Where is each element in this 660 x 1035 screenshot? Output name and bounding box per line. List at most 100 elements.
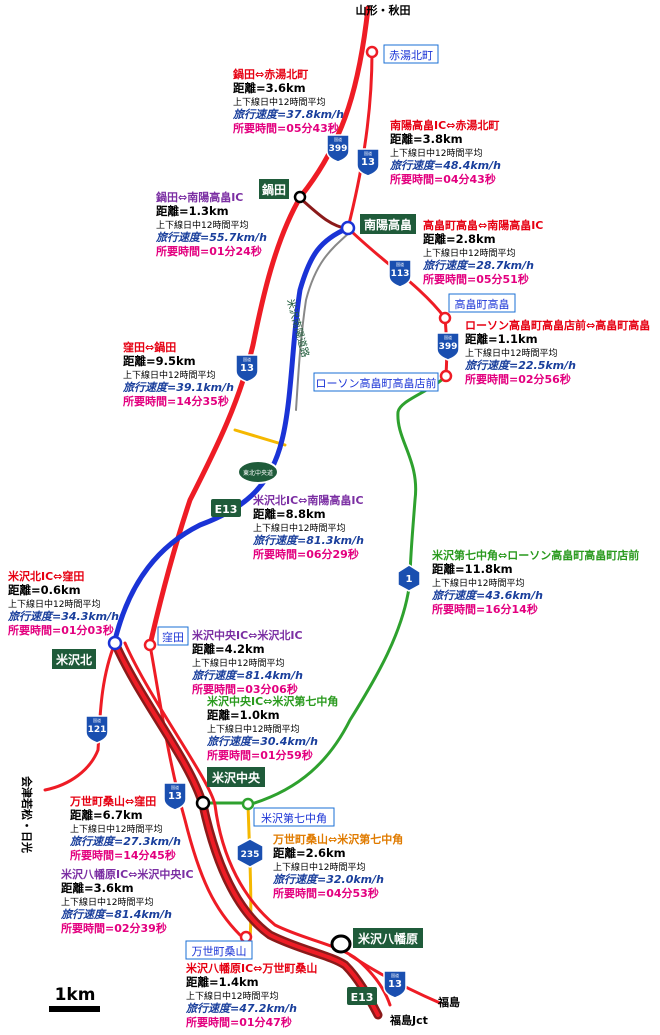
section-note: 上下線日中12時間平均 bbox=[207, 723, 299, 735]
svg-text:13: 13 bbox=[168, 791, 182, 802]
place-lawson: ローソン高畠町高畠店前 bbox=[313, 372, 439, 392]
route13c-shield: 国道 13 bbox=[163, 782, 187, 811]
route235-yellow-road bbox=[246, 803, 253, 942]
section-title: 万世町桑山⇔米沢第七中角 bbox=[272, 832, 403, 846]
section-speed: 旅行速度=81.4km/h bbox=[60, 908, 172, 921]
nanachome-node bbox=[241, 797, 255, 811]
e13-expressway bbox=[112, 225, 351, 643]
svg-text:鍋田: 鍋田 bbox=[262, 182, 286, 197]
svg-text:399: 399 bbox=[329, 144, 348, 154]
tohoku-chuo-badge: 東北中央道 bbox=[237, 460, 279, 484]
section-note: 上下線日中12時間平均 bbox=[423, 247, 515, 259]
section-time: 所要時間=06分29秒 bbox=[253, 547, 359, 561]
section-title: 万世町桑山⇔窪田 bbox=[69, 794, 156, 808]
yonezawa-kita-node bbox=[107, 635, 123, 651]
svg-text:赤湯北町: 赤湯北町 bbox=[389, 49, 433, 62]
section-dist: 距離=0.6km bbox=[8, 583, 81, 597]
route-shields: 国道 399 国道 13 国道 1 13 国道 399 国道 13 bbox=[85, 134, 460, 1005]
svg-text:1: 1 bbox=[406, 574, 413, 585]
section-title: 南陽高畠IC⇔赤湯北町 bbox=[390, 118, 499, 132]
place-labels: 赤湯北町 高畠町高畠 ローソン高畠町高畠店前 窪田 米沢第七中角 万世町桑山 bbox=[157, 44, 516, 960]
svg-text:米沢中央: 米沢中央 bbox=[212, 770, 261, 785]
svg-text:13: 13 bbox=[388, 979, 402, 990]
section-dist: 距離=3.6km bbox=[61, 881, 134, 895]
section-block: ローソン高畠町高畠店前⇔高畠町高畠距離=1.1km上下線日中12時間平均旅行速度… bbox=[464, 318, 650, 386]
svg-text:国道: 国道 bbox=[391, 972, 399, 978]
section-title: 米沢八幡原IC⇔米沢中央IC bbox=[60, 867, 194, 881]
section-dist: 距離=4.2km bbox=[192, 642, 265, 656]
section-speed: 旅行速度=43.6km/h bbox=[431, 589, 543, 602]
direction-north: 山形・秋田 bbox=[356, 3, 411, 17]
svg-text:東北中央道: 東北中央道 bbox=[243, 469, 273, 477]
section-title: 米沢北IC⇔窪田 bbox=[7, 569, 84, 583]
section-dist: 距離=6.7km bbox=[70, 808, 143, 822]
section-dist: 距離=3.6km bbox=[233, 81, 306, 95]
place-nanachome: 米沢第七中角 bbox=[253, 807, 335, 827]
svg-text:1km: 1km bbox=[55, 985, 96, 1005]
scale-bar: 1km bbox=[49, 985, 100, 1012]
section-dist: 距離=1.0km bbox=[207, 708, 280, 722]
section-speed: 旅行速度=39.1km/h bbox=[122, 381, 234, 394]
section-title: ローソン高畠町高畠店前⇔高畠町高畠 bbox=[465, 318, 650, 332]
section-dist: 距離=2.6km bbox=[273, 846, 346, 860]
section-time: 所要時間=01分47秒 bbox=[186, 1015, 292, 1029]
section-speed: 旅行速度=28.7km/h bbox=[422, 259, 534, 272]
svg-text:399: 399 bbox=[439, 342, 458, 352]
section-note: 上下線日中12時間平均 bbox=[156, 219, 248, 231]
section-note: 上下線日中12時間平均 bbox=[390, 147, 482, 159]
svg-text:E13: E13 bbox=[351, 991, 374, 1004]
e13-badge-b: E13 bbox=[347, 987, 377, 1005]
svg-text:万世町桑山: 万世町桑山 bbox=[192, 945, 247, 958]
yawatabara-node bbox=[330, 934, 352, 954]
place-akayu-kita: 赤湯北町 bbox=[383, 44, 439, 64]
section-block: 米沢北IC⇔窪田距離=0.6km上下線日中12時間平均旅行速度=34.3km/h… bbox=[7, 569, 119, 637]
section-time: 所要時間=05分43秒 bbox=[233, 121, 339, 135]
place-kubota: 窪田 bbox=[157, 626, 189, 646]
nabeta-node bbox=[293, 190, 307, 204]
section-block: 米沢中央IC⇔米沢第七中角距離=1.0km上下線日中12時間平均旅行速度=30.… bbox=[206, 694, 338, 762]
section-title: 鍋田⇔南陽高畠IC bbox=[156, 190, 243, 204]
direction-west: 会津若松・日光 bbox=[20, 776, 34, 853]
section-block: 米沢北IC⇔南陽高畠IC距離=8.8km上下線日中12時間平均旅行速度=81.3… bbox=[252, 493, 364, 561]
svg-text:国道: 国道 bbox=[444, 334, 452, 340]
route13-north-road bbox=[147, 5, 371, 648]
section-block: 米沢八幡原IC⇔万世町桑山距離=1.4km上下線日中12時間平均旅行速度=47.… bbox=[185, 961, 317, 1029]
yellow-connector bbox=[233, 428, 287, 447]
svg-text:13: 13 bbox=[361, 157, 375, 168]
section-dist: 距離=9.5km bbox=[123, 354, 196, 368]
section-block: 米沢第七中角⇔ローソン高畠町高畠町店前距離=11.8km上下線日中12時間平均旅… bbox=[431, 548, 639, 616]
nanyo-takahata-node bbox=[340, 220, 356, 236]
section-speed: 旅行速度=37.8km/h bbox=[232, 108, 344, 121]
yonezawa-chuo-node bbox=[195, 795, 211, 811]
e13-south-inner bbox=[113, 641, 380, 1017]
section-speed: 旅行速度=34.3km/h bbox=[7, 610, 119, 623]
section-note: 上下線日中12時間平均 bbox=[123, 369, 215, 381]
svg-text:高畠町高畠: 高畠町高畠 bbox=[455, 297, 510, 311]
svg-text:国道: 国道 bbox=[364, 150, 372, 156]
section-time: 所要時間=01分03秒 bbox=[8, 623, 114, 637]
section-note: 上下線日中12時間平均 bbox=[432, 577, 524, 589]
section-title: 米沢中央IC⇔米沢北IC bbox=[191, 628, 303, 642]
route399-shield: 国道 399 bbox=[326, 134, 350, 163]
route13-akayu-road bbox=[346, 50, 374, 230]
route13-shield: 国道 13 bbox=[356, 148, 380, 177]
section-speed: 旅行速度=27.3km/h bbox=[69, 835, 181, 848]
section-speed: 旅行速度=55.7km/h bbox=[155, 231, 267, 244]
section-title: 鍋田⇔赤湯北町 bbox=[233, 67, 308, 81]
section-note: 上下線日中12時間平均 bbox=[273, 861, 365, 873]
svg-text:13: 13 bbox=[240, 363, 254, 374]
section-time: 所要時間=04分43秒 bbox=[390, 172, 496, 186]
place-takahata: 高畠町高畠 bbox=[448, 293, 516, 313]
section-block: 南陽高畠IC⇔赤湯北町距離=3.8km上下線日中12時間平均旅行速度=48.4k… bbox=[389, 118, 501, 186]
svg-text:ローソン高畠町高畠店前: ローソン高畠町高畠店前 bbox=[316, 376, 437, 390]
ic-yonezawa-chuo: 米沢中央 bbox=[207, 767, 265, 787]
section-title: 米沢第七中角⇔ローソン高畠町高畠町店前 bbox=[431, 548, 639, 562]
svg-text:国道: 国道 bbox=[243, 356, 251, 362]
section-note: 上下線日中12時間平均 bbox=[192, 657, 284, 669]
svg-text:米沢北: 米沢北 bbox=[56, 652, 92, 667]
section-speed: 旅行速度=47.2km/h bbox=[185, 1002, 297, 1015]
section-note: 上下線日中12時間平均 bbox=[233, 96, 325, 108]
section-block: 万世町桑山⇔窪田距離=6.7km上下線日中12時間平均旅行速度=27.3km/h… bbox=[69, 794, 181, 862]
route399b-shield: 国道 399 bbox=[436, 332, 460, 361]
section-title: 米沢中央IC⇔米沢第七中角 bbox=[206, 694, 338, 708]
